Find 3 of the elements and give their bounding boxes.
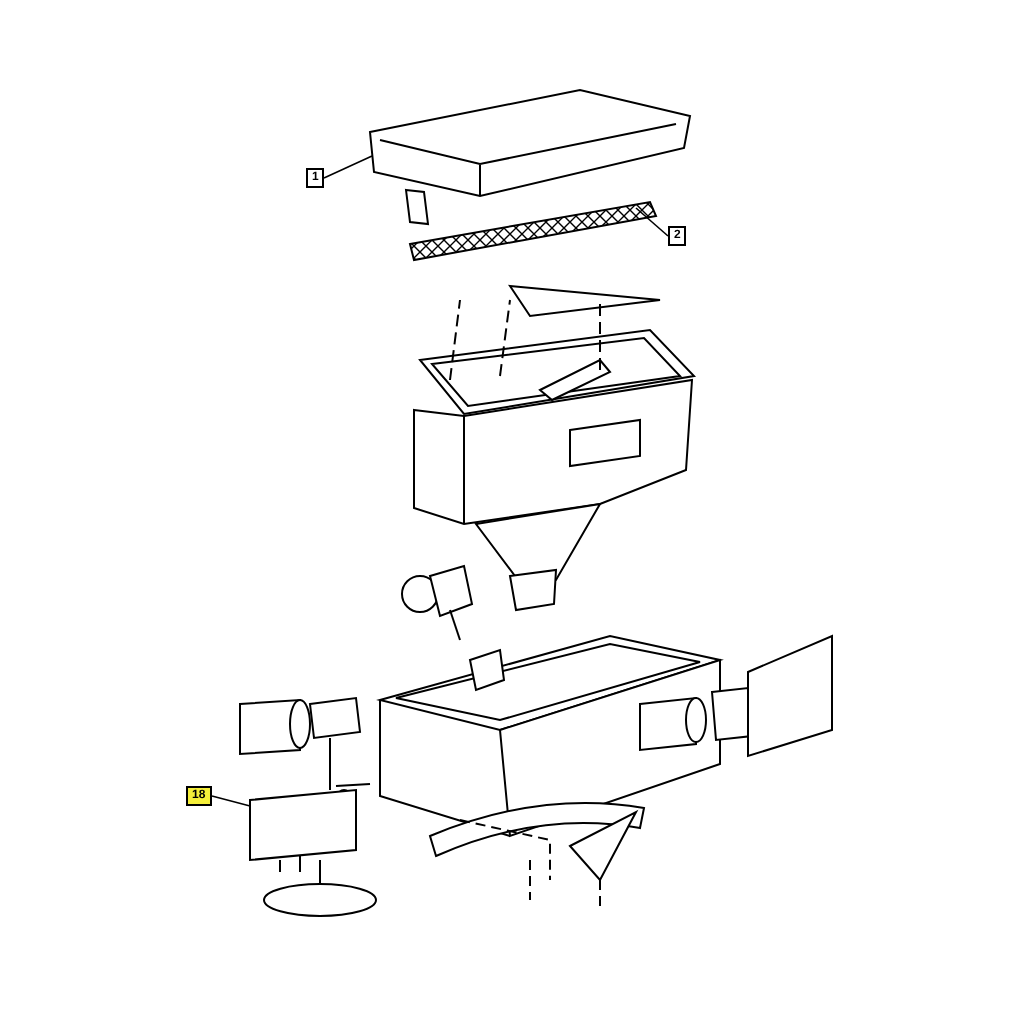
leader-line bbox=[635, 207, 669, 237]
leader-line bbox=[323, 155, 373, 179]
leader-line bbox=[211, 795, 251, 807]
